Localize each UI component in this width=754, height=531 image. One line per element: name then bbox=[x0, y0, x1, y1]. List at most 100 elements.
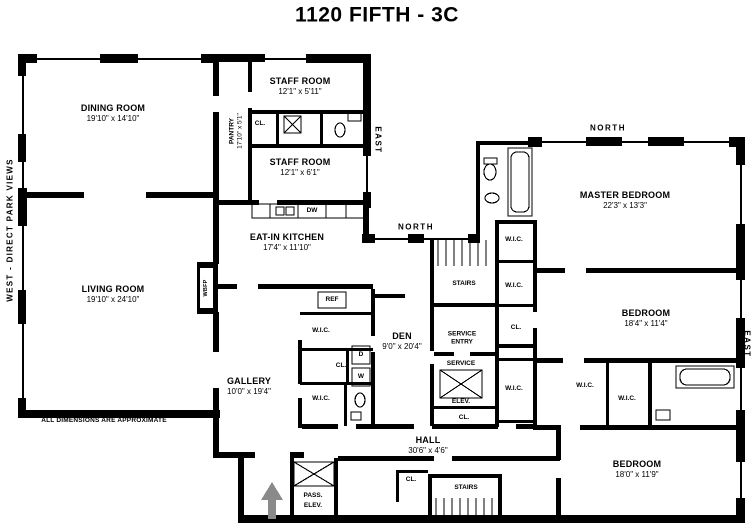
stair-treads bbox=[435, 498, 493, 515]
disclaimer-label: ALL DIMENSIONS ARE APPROXIMATE bbox=[41, 417, 167, 425]
stairs-label: STAIRS bbox=[452, 280, 476, 288]
wic-label: W.I.C. bbox=[505, 385, 523, 393]
wall bbox=[213, 54, 219, 96]
stair-treads bbox=[437, 240, 487, 266]
room-name: MASTER BEDROOM bbox=[579, 189, 671, 200]
wall bbox=[18, 188, 27, 226]
room-dims: 19'10" x 24'10" bbox=[86, 294, 140, 304]
wall bbox=[298, 340, 302, 384]
wall bbox=[258, 284, 373, 289]
staff-room-2-label: STAFF ROOM 12'1" x 6'1" bbox=[270, 157, 331, 177]
toilet-tank-icon bbox=[483, 157, 498, 165]
wall bbox=[300, 348, 373, 351]
closet-label: CL. bbox=[458, 414, 470, 422]
closet-label: CL. bbox=[254, 120, 266, 128]
wall bbox=[18, 134, 26, 162]
room-dims: 19'10" x 14'10" bbox=[86, 113, 140, 123]
bedroom-3-label: BEDROOM 18'0" x 11'9" bbox=[613, 459, 661, 479]
wall bbox=[648, 137, 684, 146]
room-name: LIVING ROOM bbox=[81, 283, 145, 294]
wall bbox=[499, 420, 533, 423]
wall bbox=[213, 206, 219, 264]
wall bbox=[19, 54, 37, 63]
wall bbox=[452, 456, 560, 461]
wall bbox=[396, 470, 399, 502]
wall bbox=[290, 452, 304, 458]
wall bbox=[252, 110, 364, 114]
wall bbox=[586, 137, 622, 146]
fireplace-inset bbox=[200, 268, 213, 308]
east-compass-label: EAST bbox=[373, 126, 383, 154]
washer-box bbox=[351, 367, 371, 387]
room-name: STAFF ROOM bbox=[269, 75, 331, 86]
den-label: DEN 9'0" x 20'4" bbox=[382, 331, 421, 351]
passenger-elevator-label: ELEV. bbox=[303, 502, 323, 510]
north-compass-label: NORTH bbox=[398, 222, 434, 232]
wall bbox=[375, 294, 405, 298]
wall bbox=[648, 360, 652, 426]
room-dims: 10'0" x 19'4" bbox=[227, 386, 271, 396]
wall bbox=[396, 470, 428, 473]
bathtub-icon bbox=[510, 151, 530, 213]
wall bbox=[430, 364, 434, 426]
kitchen-label: EAT-IN KITCHEN 17'4" x 11'10" bbox=[250, 232, 324, 252]
wall bbox=[213, 452, 255, 458]
walls bbox=[18, 54, 745, 523]
room-name: GALLERY bbox=[226, 375, 272, 386]
wall bbox=[408, 234, 424, 243]
closet-label: CL. bbox=[405, 476, 417, 484]
wall bbox=[306, 54, 371, 63]
wic-label: W.I.C. bbox=[505, 282, 523, 290]
west-park-views-label: WEST - DIRECT PARK VIEWS bbox=[5, 158, 15, 302]
wall bbox=[248, 108, 252, 203]
service-entry-line1: SERVICE bbox=[447, 330, 477, 338]
wall bbox=[470, 352, 495, 356]
dryer-box bbox=[351, 345, 371, 365]
dryer-label: D bbox=[358, 351, 364, 359]
entry-arrow-icon bbox=[261, 482, 283, 519]
wall bbox=[366, 156, 368, 192]
wall bbox=[300, 382, 373, 385]
wall bbox=[298, 398, 302, 428]
wall bbox=[428, 474, 502, 478]
room-name: PANTRY bbox=[228, 118, 236, 144]
service-elevator-label: SERVICE bbox=[446, 360, 476, 368]
wall bbox=[495, 220, 537, 224]
wall bbox=[363, 206, 369, 240]
wall bbox=[428, 474, 432, 518]
sink-icon bbox=[347, 112, 362, 122]
wall bbox=[537, 425, 559, 430]
wall bbox=[300, 312, 373, 315]
service-elevator-shaft bbox=[439, 369, 483, 399]
passenger-elevator-label: PASS. bbox=[303, 492, 323, 500]
wall bbox=[537, 268, 565, 273]
room-name: DINING ROOM bbox=[80, 102, 146, 113]
room-dims: 9'0" x 20'4" bbox=[382, 341, 422, 351]
wall bbox=[528, 137, 542, 147]
wall bbox=[430, 307, 434, 351]
dishwasher-label: DW bbox=[306, 207, 318, 215]
wic-label: W.I.C. bbox=[576, 382, 594, 390]
room-dims: 18'0" x 11'9" bbox=[615, 469, 659, 479]
wall bbox=[736, 224, 745, 280]
wall bbox=[276, 110, 279, 148]
wic-label: W.I.C. bbox=[618, 395, 636, 403]
shower-icon bbox=[283, 115, 302, 134]
wall bbox=[252, 144, 364, 148]
wall bbox=[533, 328, 537, 430]
wall bbox=[248, 60, 252, 92]
shower-icon bbox=[283, 115, 302, 134]
wall bbox=[213, 388, 219, 454]
wall bbox=[290, 458, 294, 518]
room-name: DEN bbox=[392, 330, 412, 341]
toilet-icon bbox=[334, 122, 346, 138]
wall bbox=[476, 141, 534, 145]
wall bbox=[584, 358, 740, 363]
stairs-label: STAIRS bbox=[454, 484, 478, 492]
sink-icon bbox=[350, 411, 362, 421]
service-entry-line2: ENTRY bbox=[451, 338, 473, 345]
wall bbox=[18, 54, 26, 76]
wall bbox=[476, 216, 480, 242]
wall bbox=[215, 54, 265, 62]
